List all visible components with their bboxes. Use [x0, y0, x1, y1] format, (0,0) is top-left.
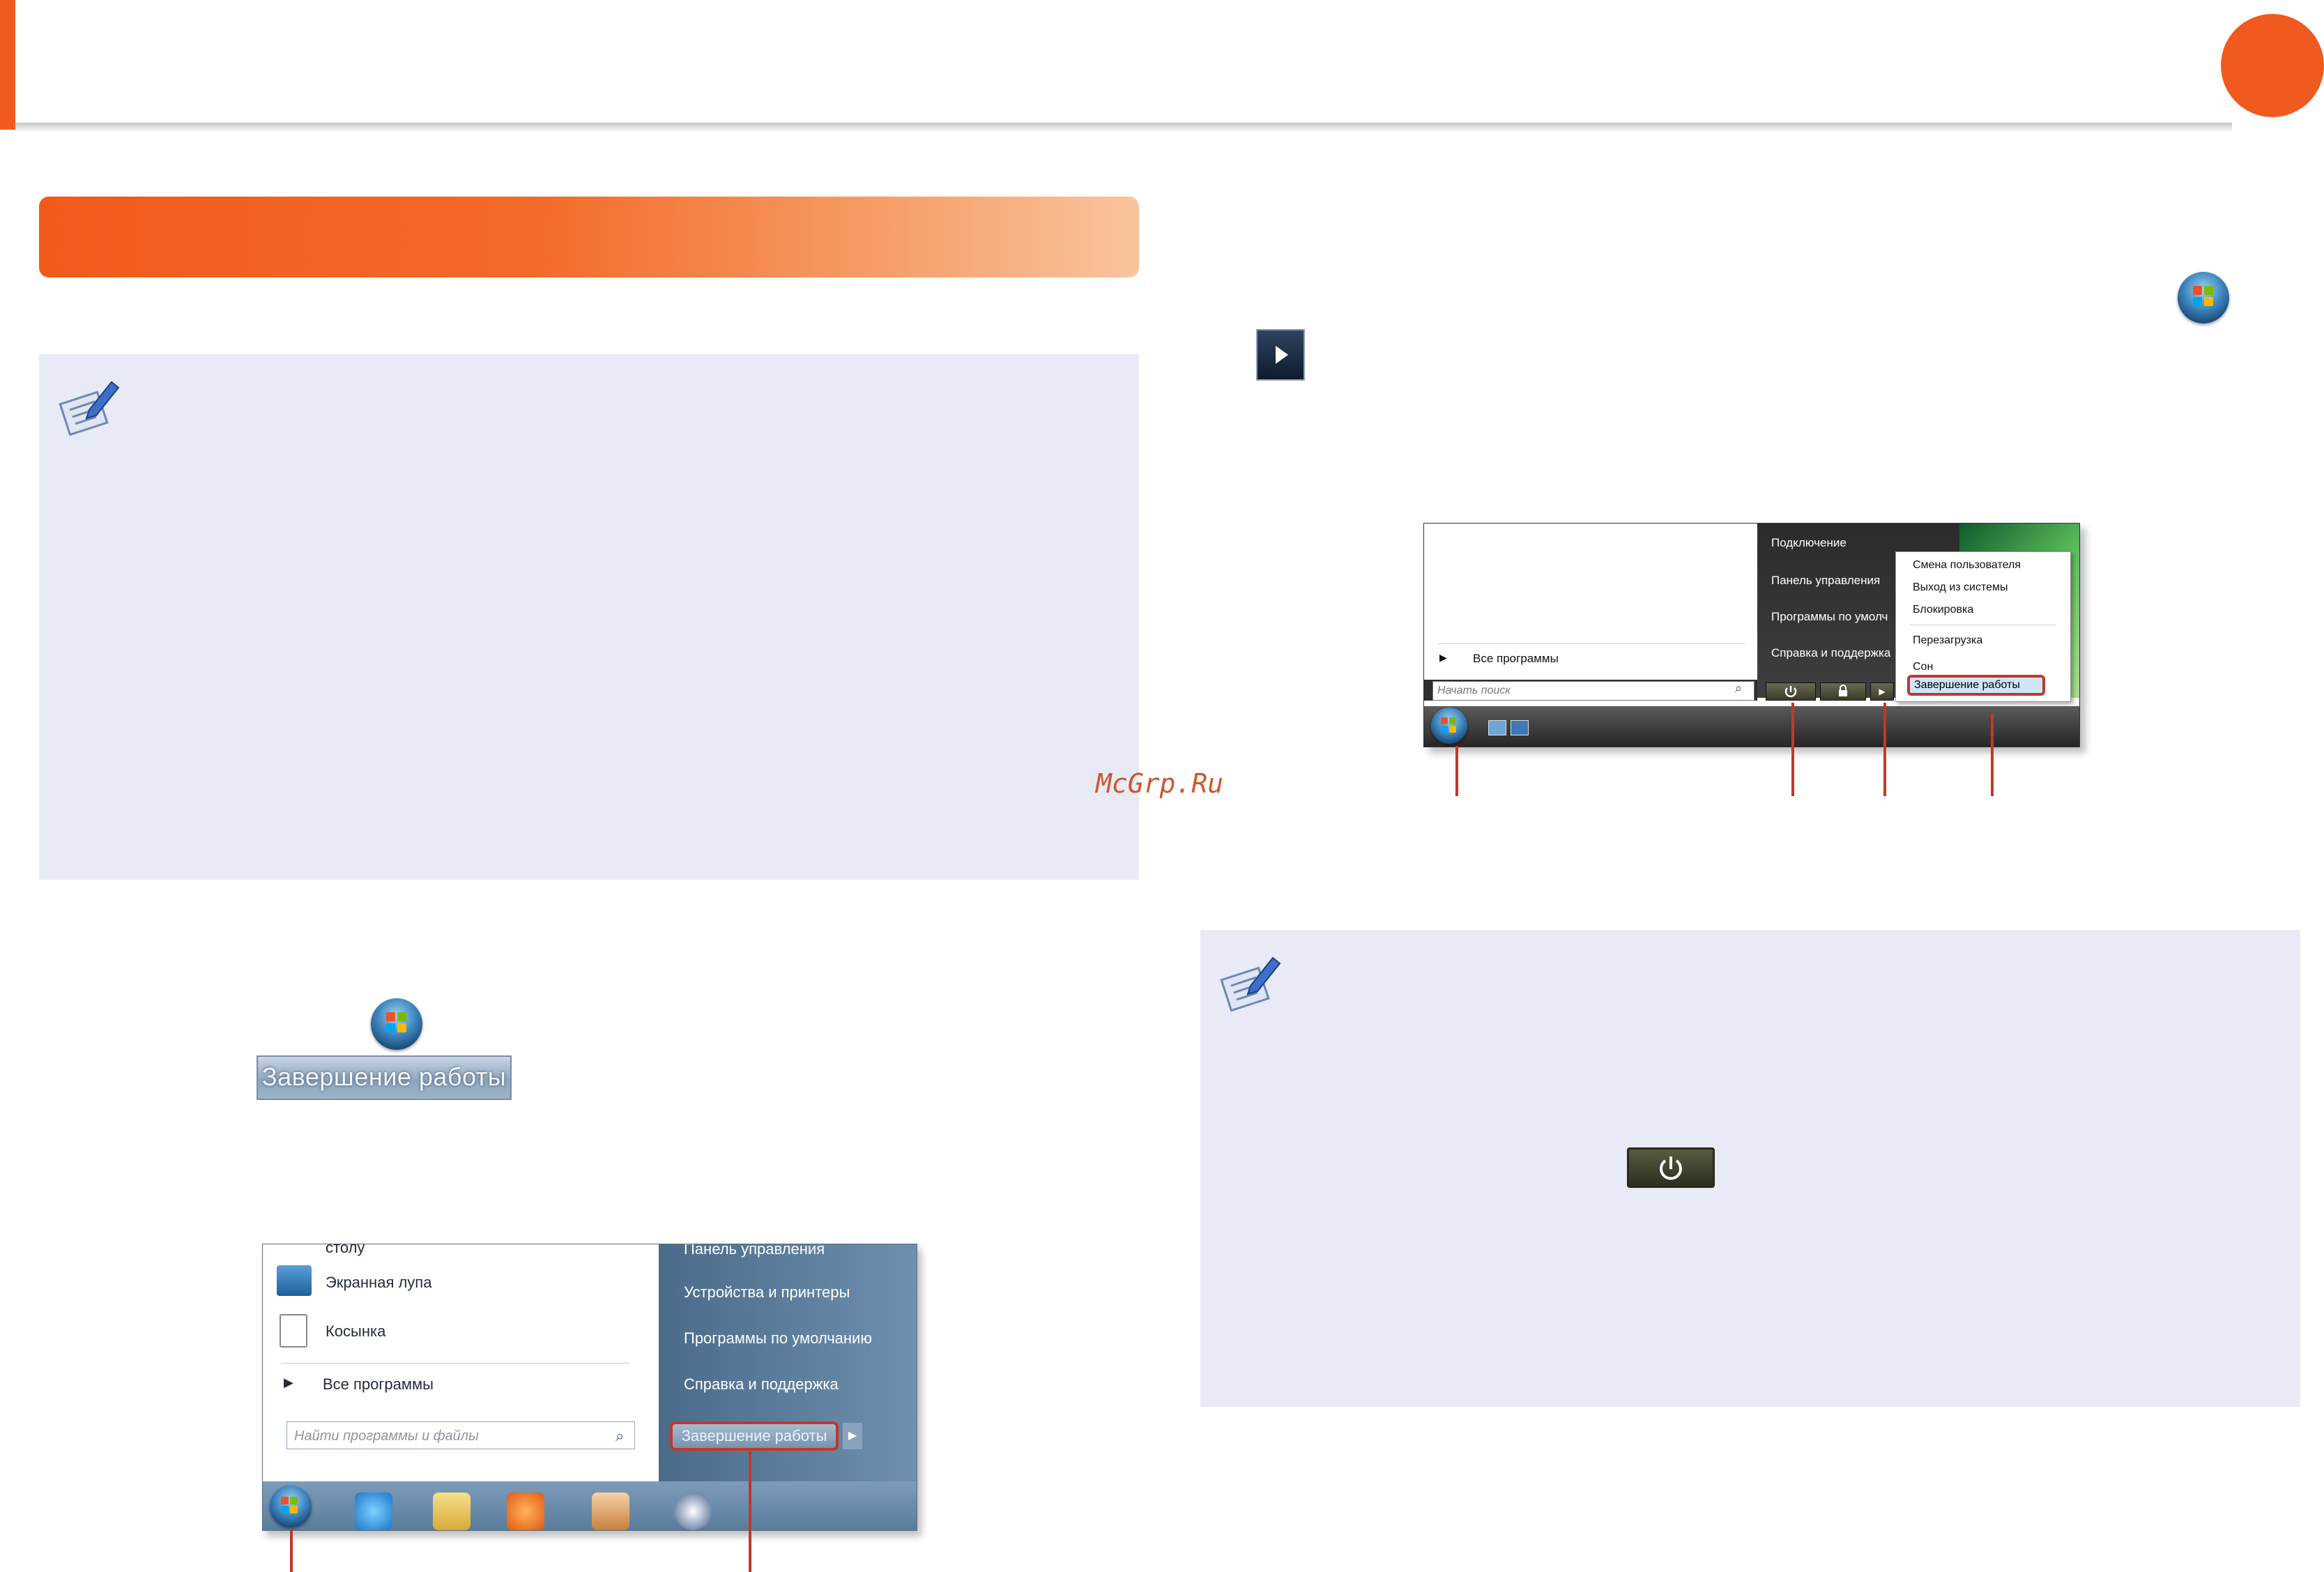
internet-explorer-icon[interactable]	[355, 1493, 392, 1530]
program-item[interactable]: Экранная лупа	[326, 1274, 432, 1291]
callout-line-start	[290, 1529, 293, 1572]
callout-line-shutdown	[1991, 714, 1994, 796]
divider	[281, 1363, 629, 1364]
watermark: McGrp.Ru	[1096, 768, 1224, 799]
menu-item[interactable]: Подключение	[1771, 536, 1847, 549]
power-options-submenu: Смена пользователя Выход из системы Блок…	[1895, 551, 2071, 702]
submenu-item[interactable]: Блокировка	[1913, 604, 1974, 616]
all-programs-item[interactable]: Все программы	[1473, 652, 1559, 665]
callout-line-power	[1791, 703, 1794, 796]
submenu-item[interactable]: Смена пользователя	[1913, 559, 2021, 571]
search-input[interactable]: Найти программы и файлы	[286, 1421, 635, 1449]
note-box-2	[1200, 930, 2300, 1407]
shutdown-options-arrow[interactable]: ▶	[843, 1423, 862, 1449]
section-title-bar	[39, 197, 1139, 277]
windows-start-orb-icon	[2178, 272, 2229, 323]
callout-line-shutdown	[749, 1451, 751, 1572]
paint-icon[interactable]	[592, 1493, 629, 1530]
power-button-icon	[1627, 1147, 1715, 1188]
callout-line-arrow	[1883, 703, 1886, 796]
menu-item[interactable]: Справка и поддержка	[684, 1375, 839, 1393]
windows-start-orb-icon[interactable]	[1431, 708, 1467, 744]
triangle-right-icon: ▶	[284, 1375, 293, 1389]
submenu-item[interactable]: Перезагрузка	[1913, 634, 1983, 646]
media-player-icon[interactable]	[507, 1493, 544, 1530]
shutdown-menu-item[interactable]: Завершение работы	[1907, 675, 2045, 696]
start-menu-left-pane: ▶ Все программы	[1424, 524, 1759, 680]
windows-start-orb-icon[interactable]	[270, 1486, 312, 1527]
note-pencil-icon	[59, 381, 120, 436]
windows-start-orb-icon	[371, 998, 422, 1050]
divider	[1438, 643, 1745, 644]
program-item[interactable]: столу	[326, 1244, 365, 1256]
lock-button[interactable]	[1820, 682, 1866, 701]
header-accent-bar	[0, 0, 15, 130]
start-menu-left-pane: столу Экранная лупа Косынка ▶ Все програ…	[263, 1244, 659, 1481]
switch-windows-icon[interactable]	[1511, 720, 1529, 735]
callout-line-start	[1455, 746, 1458, 796]
menu-arrow-button-icon	[1256, 329, 1305, 381]
submenu-item[interactable]: Сон	[1913, 661, 1934, 673]
app-icon[interactable]	[674, 1493, 712, 1530]
menu-item[interactable]: Панель управления	[1771, 574, 1881, 587]
program-item[interactable]: Косынка	[326, 1322, 386, 1340]
menu-item[interactable]: Устройства и принтеры	[684, 1283, 850, 1301]
magnifier-icon	[277, 1265, 312, 1296]
taskbar	[1424, 706, 2079, 747]
submenu-item[interactable]: Выход из системы	[1913, 581, 2008, 593]
search-input[interactable]: Начать поиск	[1432, 681, 1755, 701]
menu-item[interactable]: Программы по умолч	[1771, 610, 1888, 623]
search-icon: ⌕	[1735, 681, 1743, 695]
all-programs-item[interactable]: Все программы	[323, 1375, 434, 1393]
page-number-badge	[2221, 14, 2324, 117]
power-options-arrow[interactable]: ▶	[1870, 682, 1894, 701]
show-desktop-icon[interactable]	[1488, 720, 1506, 735]
file-explorer-icon[interactable]	[433, 1493, 471, 1530]
menu-item[interactable]: Программы по умолчанию	[684, 1329, 872, 1347]
header-rule	[15, 123, 2232, 132]
shutdown-button[interactable]: Завершение работы	[670, 1421, 839, 1451]
note-pencil-icon	[1220, 956, 1281, 1012]
solitaire-icon	[280, 1314, 307, 1348]
note-box-1	[39, 354, 1139, 880]
power-button[interactable]	[1766, 682, 1816, 701]
win7-start-menu-screenshot: столу Экранная лупа Косынка ▶ Все програ…	[262, 1244, 917, 1531]
triangle-right-icon: ▶	[1439, 652, 1447, 663]
vista-start-menu-screenshot: ▶ Все программы Начать поиск ⌕ Подключен…	[1423, 523, 2080, 747]
menu-item[interactable]: Справка и поддержка	[1771, 646, 1891, 659]
menu-item[interactable]: Панель управления	[684, 1244, 825, 1258]
shutdown-button-sample: Завершение работы	[257, 1055, 512, 1100]
search-icon: ⌕	[616, 1427, 625, 1444]
